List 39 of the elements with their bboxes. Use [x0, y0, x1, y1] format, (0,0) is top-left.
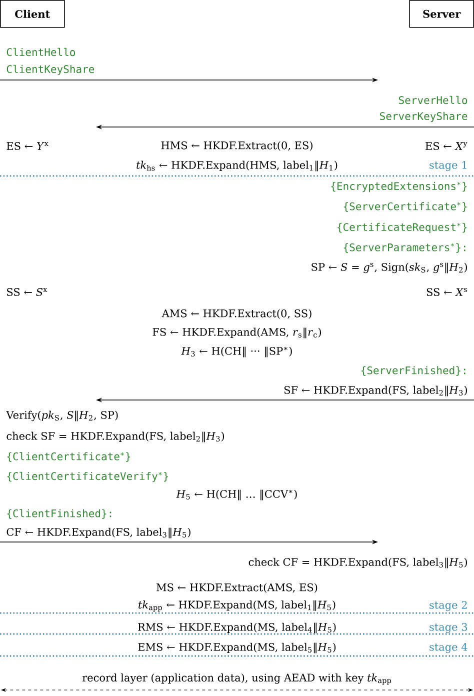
participant-box: Server	[409, 0, 474, 28]
formula-text: ES ← Y$^{x}$	[6, 142, 48, 150]
formula-text: SF ← HKDF.Expand(FS, label$_{2}$‖H$_{3}$)	[284, 386, 467, 396]
formula-text: RMS ← HKDF.Expand(MS, label$_{4}$‖H$_{5}$)	[138, 622, 336, 634]
message-label: ClientHello	[6, 48, 76, 56]
participant-box: Client	[0, 0, 65, 28]
formula-text: MS ← HKDF.Extract(AMS, ES)	[156, 583, 318, 593]
message-label: {ServerParameters$^{∗}$}:	[344, 243, 466, 253]
message-label: ServerKeyShare	[380, 112, 468, 122]
message-label: {CertificateRequest$^{∗}$}	[338, 222, 467, 234]
formula-text: AMS ← HKDF.Extract(0, SS)	[162, 309, 312, 319]
stage-label: stage 1	[430, 160, 466, 172]
formula-text: H$_{5}$ ← H(CH‖ … ‖CCV$^{∗}$)	[176, 490, 297, 500]
stage-label: stage 4	[430, 642, 468, 654]
message-label: {ServerFinished}:	[361, 366, 466, 376]
message-label: ServerHello	[398, 96, 468, 104]
formula-text: tk$_{hs}$ ← HKDF.Expand(HMS, label$_{1}$‖H$_{1}$)	[136, 160, 338, 172]
formula-text: Verify(pk$_{S}$, S‖H$_{2}$, SP)	[6, 410, 118, 422]
formula-text: tk$_{app}$ ← HKDF.Expand(MS, label$_{1}$‖H$_{5}$)	[138, 600, 336, 612]
message-label: {ClientCertificate$^{∗}$}	[7, 452, 130, 462]
formula-text: H$_{3}$ ← H(CH‖ ··· ‖SP$^{∗}$)	[181, 346, 292, 358]
formula-text: SP ← S = g$^{s}$, Sign(sk$_{S}$, g$^{s}$‖H$_{2}$)	[312, 262, 467, 274]
formula-text: FS ← HKDF.Expand(AMS, r$_{s}$‖r$_{c}$)	[152, 328, 321, 338]
formula-text: check SF = HKDF.Expand(FS, label$_{2}$‖H$_{3}$)	[6, 432, 224, 442]
formula-text: SS ← S$^{x}$	[7, 288, 48, 296]
formula-text: check CF = HKDF.Expand(FS, label$_{3}$‖H$_{5}$)	[248, 558, 467, 568]
formula-text: ES ← X$^{y}$	[426, 142, 468, 150]
formula-text: CF ← HKDF.Expand(FS, label$_{3}$‖H$_{5}$)	[6, 528, 190, 538]
message-label: {ServerCertificate$^{∗}$}	[344, 202, 467, 212]
message-label: {ClientFinished}:	[7, 509, 112, 519]
formula-text: SS ← X$^{s}$	[426, 288, 467, 296]
message-label: {EncryptedExtensions$^{∗}$}	[331, 182, 467, 192]
message-label: ClientKeyShare	[6, 64, 94, 76]
formula-text: EMS ← HKDF.Expand(MS, label$_{5}$‖H$_{5}$)	[138, 642, 336, 654]
formula-text: HMS ← HKDF.Extract(0, ES)	[161, 141, 312, 151]
stage-label: stage 3	[430, 622, 467, 634]
message-label: {ClientCertificateVerify$^{∗}$}	[7, 472, 168, 482]
formula-text: record layer (application data), using AEAD with key tk$_{app}$	[82, 673, 392, 685]
stage-label: stage 2	[430, 600, 467, 612]
